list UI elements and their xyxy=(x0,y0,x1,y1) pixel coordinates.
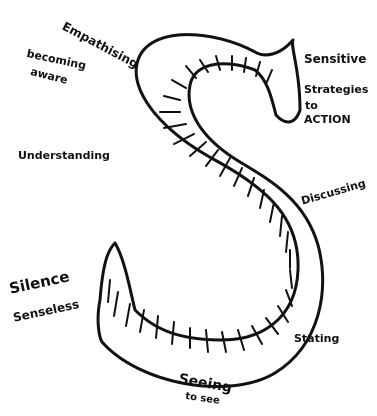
label-action: ACTION xyxy=(304,114,351,125)
label-sensitive: Sensitive xyxy=(304,53,366,65)
s-outline xyxy=(98,35,323,387)
label-to: to xyxy=(305,100,318,111)
label-understanding: Understanding xyxy=(18,150,110,161)
label-strategies: Strategies xyxy=(304,84,368,95)
label-stating: Stating xyxy=(294,333,339,344)
